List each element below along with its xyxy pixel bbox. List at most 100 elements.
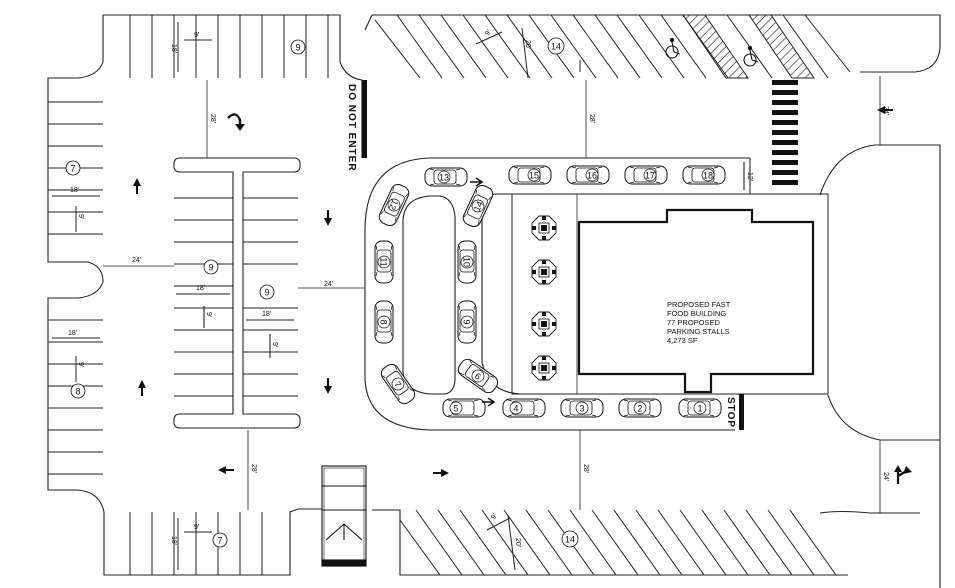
stall-count-top-left-label: 9	[295, 43, 300, 53]
queue-car-13: 13	[424, 167, 468, 187]
parking-top-diagonal	[374, 14, 851, 79]
stall-count-left-lower-label: 8	[75, 387, 80, 397]
queue-car-14: 14	[460, 182, 496, 230]
dim-stall-width-2: 9'	[77, 214, 84, 219]
queue-car-11: 11	[374, 240, 394, 284]
queue-car-11-label: 11	[379, 257, 389, 266]
dim-stall-depth-6: 18'	[170, 536, 177, 545]
dim-stall-depth-2: 18'	[70, 187, 79, 194]
dim-stall-width-7: 9'	[484, 29, 493, 38]
stall-count-center-upper-label: 9	[208, 263, 213, 273]
queue-car-9-label: 9	[462, 319, 472, 324]
queue-car-18-label: 18	[703, 171, 713, 181]
queue-car-8: 8	[374, 300, 394, 344]
dimension-lines	[103, 76, 881, 513]
queue-car-4: 4	[502, 398, 546, 418]
parking-bottom-left	[129, 512, 263, 575]
parking-left-upper	[48, 101, 103, 235]
dim-aisle-28-2: 28'	[250, 464, 257, 473]
do-not-enter-bar	[362, 80, 367, 158]
right-turn-arrow-icon	[227, 113, 242, 126]
queue-car-2: 2	[618, 398, 662, 418]
queue-car-3-label: 3	[579, 404, 584, 414]
queue-car-5: 5	[442, 398, 486, 418]
dim-aisle-24-2: 24'	[324, 281, 333, 288]
queue-arrow-icon	[470, 177, 484, 187]
dim-stall-depth-3: 18'	[196, 285, 205, 292]
turn-options-arrow-head	[894, 465, 902, 472]
queue-car-15-label: 15	[529, 171, 539, 181]
queue-car-18: 18	[682, 165, 726, 185]
queue-car-16: 16	[566, 165, 610, 185]
building-line-4: PARKING STALLS	[667, 327, 730, 336]
queue-car-9: 9	[457, 300, 477, 344]
queue-car-14-label: 14	[472, 200, 485, 213]
parking-top-left	[129, 15, 329, 78]
stall-count-bottom-left: 7	[212, 532, 228, 548]
building-line-2: FOOD BUILDING	[667, 309, 726, 318]
dim-aisle-24-4: 24'	[882, 472, 889, 481]
building-line-5: 4,273 SF	[667, 336, 698, 345]
dim-stall-depth-5: 18'	[68, 330, 77, 337]
queue-car-10: 10	[457, 240, 477, 284]
dim-diag-depth-1: 20'	[524, 40, 531, 49]
stall-count-bottom-diagonal-label: 14	[565, 535, 575, 545]
queue-car-2-label: 2	[637, 404, 642, 414]
do-not-enter-sign: DO NOT ENTER	[346, 84, 357, 172]
queue-car-13-label: 13	[439, 173, 449, 183]
dim-aisle-24-1: 24'	[132, 257, 141, 264]
building-line-1: PROPOSED FAST	[667, 300, 731, 309]
accessible-aisle-hatch	[682, 14, 749, 79]
queue-car-1: 1	[678, 398, 722, 418]
dim-stall-width-4: 9'	[271, 342, 278, 347]
stall-count-left-upper: 7	[65, 160, 81, 176]
accessible-aisle-hatch	[748, 14, 815, 79]
dim-stall-width-5: 9'	[77, 362, 84, 367]
queue-car-10-label: 10	[462, 257, 472, 267]
building: PROPOSED FAST FOOD BUILDING 77 PROPOSED …	[511, 193, 829, 395]
queue-arrow-icon	[482, 397, 496, 407]
queue-car-1-label: 1	[697, 404, 702, 414]
queue-car-15: 15	[508, 165, 552, 185]
dim-aisle-28-3: 28'	[588, 114, 595, 123]
dim-aisle-24-3: 24'	[882, 106, 889, 115]
queue-car-4-label: 4	[513, 404, 518, 414]
stall-count-top-diagonal: 14	[547, 37, 565, 55]
dim-diag-depth-2: 20'	[514, 538, 521, 547]
dim-stall-depth-1: 18'	[170, 44, 177, 53]
stall-count-center-lower-label: 9	[264, 288, 269, 298]
right-turn-arrow-head	[235, 124, 245, 131]
queue-car-16-label: 16	[587, 171, 597, 181]
building-line-3: 77 PROPOSED	[667, 318, 721, 327]
queue-car-3: 3	[560, 398, 604, 418]
dim-stall-width-1: 9'	[194, 32, 199, 39]
crosswalk-icon	[772, 80, 798, 185]
stop-sign: STOP	[725, 397, 736, 428]
queue-car-7: 7	[378, 361, 418, 407]
dim-stall-depth-4: 18'	[262, 311, 271, 318]
dim-stall-width-8: 9'	[490, 513, 499, 522]
queue-car-12-label: 12	[387, 198, 400, 211]
stall-count-center-upper: 9	[203, 259, 219, 275]
dim-aisle-28-4: 28'	[582, 464, 589, 473]
trash-enclosure-icon	[321, 465, 367, 567]
handicap-icon	[743, 45, 759, 67]
queue-car-5-label: 5	[453, 404, 458, 414]
queue-car-17-label: 17	[645, 171, 655, 181]
queue-car-17: 17	[624, 165, 668, 185]
parking-bottom-diagonal	[399, 509, 837, 576]
handicap-icon	[665, 37, 681, 59]
stop-bar	[739, 394, 744, 430]
stall-count-top-diagonal-label: 14	[551, 42, 561, 52]
stall-count-bottom-left-label: 7	[217, 536, 222, 546]
stall-count-bottom-diagonal: 14	[561, 530, 579, 548]
stall-count-top-left: 9	[290, 39, 306, 55]
directional-arrow-icon	[133, 106, 893, 477]
turn-options-arrow-head	[903, 466, 912, 474]
queue-car-8-label: 8	[379, 319, 389, 324]
dim-stall-width-3: 9'	[205, 312, 212, 317]
dim-queue-width: 12'	[746, 172, 753, 181]
queue-car-6: 6	[455, 356, 501, 396]
center-island	[173, 157, 301, 429]
